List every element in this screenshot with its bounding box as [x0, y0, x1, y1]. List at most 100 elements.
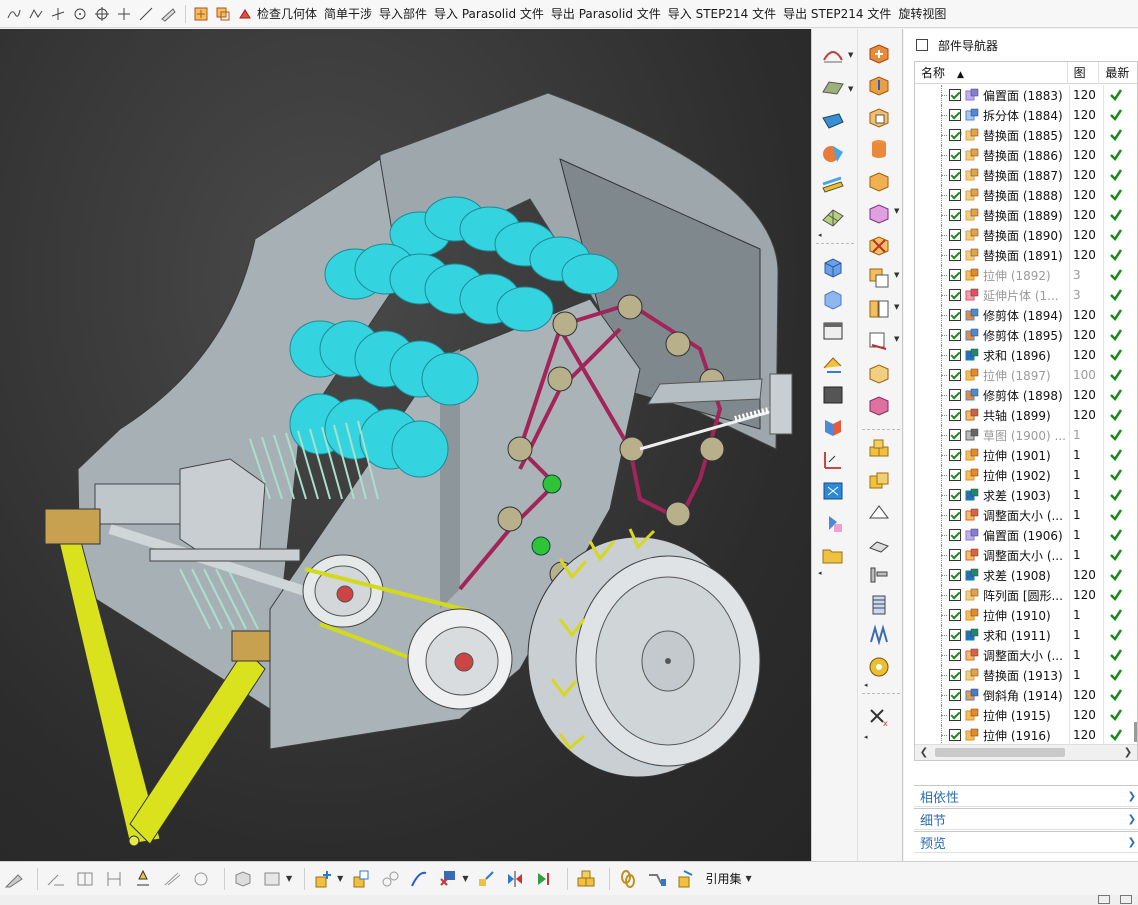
assembly-icon[interactable]: [864, 467, 894, 495]
mirror-icon[interactable]: [818, 413, 848, 441]
constraint-icon[interactable]: [44, 867, 68, 891]
tree-vertical-scrollbar[interactable]: [1134, 722, 1137, 742]
thicken-icon[interactable]: [864, 531, 894, 559]
navigator-checkbox[interactable]: [916, 39, 928, 51]
rotate-component-icon[interactable]: [189, 867, 213, 891]
open-folder-icon[interactable]: [818, 541, 848, 569]
sweep-icon[interactable]: [818, 39, 848, 67]
table-row[interactable]: 修剪体 (1898)120: [915, 385, 1137, 405]
explode-icon[interactable]: [474, 867, 498, 891]
table-row[interactable]: 阵列面 [圆形...120: [915, 585, 1137, 605]
table-row[interactable]: 拉伸 (1916)120: [915, 725, 1137, 745]
toolbar-cmd-import-step214[interactable]: 导入 STEP214 文件: [667, 7, 777, 21]
export-icon[interactable]: [436, 867, 460, 891]
row-visibility-checkbox[interactable]: [949, 329, 961, 341]
row-visibility-checkbox[interactable]: [949, 349, 961, 361]
row-visibility-checkbox[interactable]: [949, 309, 961, 321]
reference-set-button[interactable]: 引用集: [705, 872, 742, 886]
column-header-latest[interactable]: 最新: [1105, 66, 1130, 80]
line-icon[interactable]: [136, 4, 156, 24]
table-row[interactable]: 替换面 (1888)120: [915, 185, 1137, 205]
move-face-icon[interactable]: [864, 39, 894, 67]
chevron-down-icon[interactable]: ▼: [894, 303, 900, 311]
cylinder-icon[interactable]: [864, 135, 894, 163]
row-visibility-checkbox[interactable]: [949, 489, 961, 501]
bearing-icon[interactable]: [864, 653, 894, 681]
check-geometry-icon[interactable]: [191, 4, 211, 24]
panel-preview[interactable]: 预览❯: [914, 831, 1138, 853]
ruled-surface-icon[interactable]: [818, 107, 848, 135]
graphics-viewport[interactable]: [0, 29, 811, 861]
shaded-block-icon[interactable]: [818, 285, 848, 313]
table-row[interactable]: 拆分体 (1884)120: [915, 105, 1137, 125]
table-row[interactable]: 替换面 (1891)120: [915, 245, 1137, 265]
gear-mate-icon[interactable]: [73, 867, 97, 891]
wave-link-icon[interactable]: [407, 867, 431, 891]
chevron-down-icon[interactable]: ▼: [848, 51, 854, 59]
face-blend-icon[interactable]: [818, 139, 848, 167]
toolbar-cmd-import-parasolid[interactable]: 导入 Parasolid 文件: [434, 7, 544, 21]
scroll-thumb[interactable]: [935, 748, 1065, 757]
row-visibility-checkbox[interactable]: [949, 629, 961, 641]
move-component-icon[interactable]: [160, 867, 184, 891]
table-row[interactable]: 求差 (1908)120: [915, 565, 1137, 585]
sequence-icon[interactable]: [532, 867, 556, 891]
edit-object-icon[interactable]: [818, 349, 848, 377]
table-row[interactable]: 拉伸 (1892)3: [915, 265, 1137, 285]
delete-face-icon[interactable]: [864, 199, 894, 227]
circle-point-icon[interactable]: [70, 4, 90, 24]
chevron-down-icon[interactable]: ▼: [894, 335, 900, 343]
row-visibility-checkbox[interactable]: [949, 449, 961, 461]
offset-region-icon[interactable]: [864, 103, 894, 131]
row-visibility-checkbox[interactable]: [949, 729, 961, 741]
table-row[interactable]: 替换面 (1913)1: [915, 665, 1137, 685]
gear-teeth-icon[interactable]: [864, 561, 894, 589]
swept-surface-icon[interactable]: [818, 73, 848, 101]
row-visibility-checkbox[interactable]: [949, 469, 961, 481]
paste-face-icon[interactable]: [864, 295, 894, 323]
table-row[interactable]: 偏置面 (1906)1: [915, 525, 1137, 545]
interference-icon[interactable]: [213, 4, 233, 24]
fit-view-icon[interactable]: [818, 477, 848, 505]
resize-blend-icon[interactable]: [864, 167, 894, 195]
table-row[interactable]: 替换面 (1887)120: [915, 165, 1137, 185]
table-row[interactable]: 共轴 (1899)120: [915, 405, 1137, 425]
chevron-down-icon[interactable]: ▼: [462, 874, 469, 883]
panel-dependencies[interactable]: 相依性❯: [914, 785, 1138, 807]
row-visibility-checkbox[interactable]: [949, 409, 961, 421]
status-restore-icon[interactable]: [1120, 895, 1132, 904]
toolbar-cmd-export-step214[interactable]: 导出 STEP214 文件: [783, 7, 892, 21]
table-row[interactable]: 替换面 (1886)120: [915, 145, 1137, 165]
row-visibility-checkbox[interactable]: [949, 429, 961, 441]
row-visibility-checkbox[interactable]: [949, 129, 961, 141]
column-header-name[interactable]: 名称▲: [915, 62, 1068, 84]
toolbar-cmd-rotate-view[interactable]: 旋转视图: [898, 7, 947, 21]
row-visibility-checkbox[interactable]: [949, 709, 961, 721]
table-row[interactable]: 拉伸 (1915)120: [915, 705, 1137, 725]
toolbar-cmd-check-geometry[interactable]: 检查几何体: [257, 7, 318, 21]
table-row[interactable]: 求差 (1903)1: [915, 485, 1137, 505]
spring-icon[interactable]: [864, 621, 894, 649]
align-icon[interactable]: [102, 867, 126, 891]
row-visibility-checkbox[interactable]: [949, 149, 961, 161]
row-visibility-checkbox[interactable]: [949, 209, 961, 221]
table-row[interactable]: 调整面大小 (...1: [915, 505, 1137, 525]
fix-icon[interactable]: [131, 867, 155, 891]
table-row[interactable]: 拉伸 (1910)1: [915, 605, 1137, 625]
new-component-icon[interactable]: [349, 867, 373, 891]
table-row[interactable]: 倒斜角 (1914)120: [915, 685, 1137, 705]
table-row[interactable]: ⓘ拉伸 (1901)1: [915, 445, 1137, 465]
clear-formula-icon[interactable]: x: [864, 703, 894, 731]
chevron-down-icon[interactable]: ▼: [848, 85, 854, 93]
panel-details[interactable]: 细节❯: [914, 808, 1138, 830]
chevron-left-icon[interactable]: ◂: [818, 231, 822, 239]
row-visibility-checkbox[interactable]: [949, 229, 961, 241]
toolbar-cmd-export-parasolid[interactable]: 导出 Parasolid 文件: [550, 7, 661, 21]
row-visibility-checkbox[interactable]: [949, 89, 961, 101]
route-icon[interactable]: [645, 867, 669, 891]
table-row[interactable]: 替换面 (1889)120: [915, 205, 1137, 225]
row-visibility-checkbox[interactable]: [949, 649, 961, 661]
table-row[interactable]: 调整面大小 (...1: [915, 645, 1137, 665]
pull-face-icon[interactable]: [864, 71, 894, 99]
